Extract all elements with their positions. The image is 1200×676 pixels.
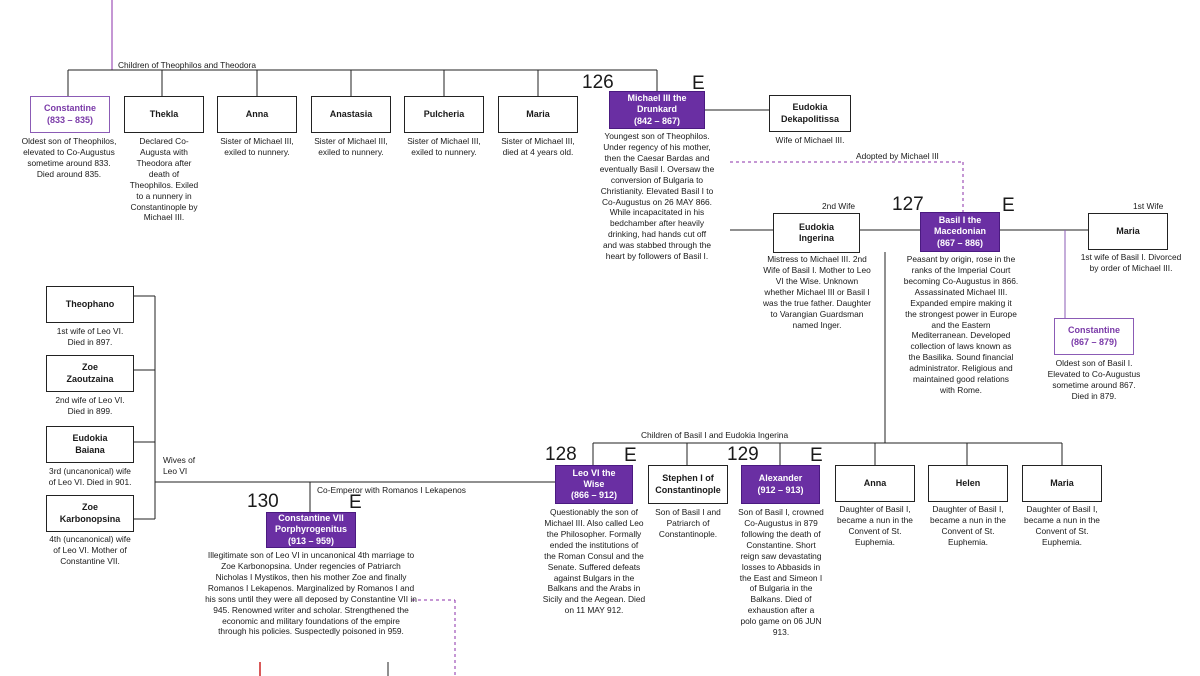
person-description: Sister of Michael III, exiled to nunnery… [407,136,481,157]
person-description: Sister of Michael III, died at 4 years o… [501,136,575,157]
coemperor-label: Co-Emperor with Romanos I Lekapenos [317,485,466,495]
person-description: Sister of Michael III, exiled to nunnery… [220,136,294,157]
person-constantine-867[interactable]: Constantine (867 – 879) [1054,318,1134,355]
person-description: Daughter of Basil I, became a nun in the… [1024,504,1100,547]
person-description: Son of Basil I, crowned Co-Augustus in 8… [738,507,824,638]
emperor-number-130: 130 [247,491,279,512]
person-basil-i[interactable]: Basil I the Macedonian (867 – 886) [920,212,1000,252]
person-description: 1st wife of Basil I. Divorced by order o… [1080,252,1182,273]
second-wife-label: 2nd Wife [822,201,856,211]
person-constantine-833[interactable]: Constantine (833 – 835) [30,96,110,133]
person-description: Oldest son of Basil I. Elevated to Co-Au… [1047,358,1141,401]
person-maria[interactable]: Maria [1022,465,1102,502]
person-maria-first-wife[interactable]: Maria [1088,213,1168,250]
adopted-label: Adopted by Michael III [856,151,939,161]
person-eudokia-ingerina[interactable]: Eudokia Ingerina [773,213,860,253]
person-anastasia[interactable]: Anastasia [311,96,391,133]
first-wife-label: 1st Wife [1133,201,1164,211]
person-eudokia-dekapolitissa[interactable]: Eudokia Dekapolitissa [769,95,851,132]
emperor-mark: E [810,445,823,466]
person-pulcheria[interactable]: Pulcheria [404,96,484,133]
person-helen[interactable]: Helen [928,465,1008,502]
emperor-number-127: 127 [892,194,924,215]
person-description: Daughter of Basil I, became a nun in the… [930,504,1006,547]
person-eudokia-baiana[interactable]: Eudokia Baiana [46,426,134,463]
children-of-basil-label: Children of Basil I and Eudokia Ingerina [641,430,789,440]
person-description: 1st wife of Leo VI. Died in 897. [56,326,124,347]
person-zoe-karbonopsina[interactable]: Zoe Karbonopsina [46,495,134,532]
person-description: Illegitimate son of Leo VI in uncanonica… [205,550,417,637]
person-theophano[interactable]: Theophano [46,286,134,323]
person-description: 4th (uncanonical) wife of Leo VI. Mother… [49,534,131,566]
person-stephen-i[interactable]: Stephen I of Constantinople [648,465,728,504]
person-description: Questionably the son of Michael III. Als… [542,507,646,616]
person-anna[interactable]: Anna [217,96,297,133]
children-of-theophilos-label: Children of Theophilos and Theodora [118,60,256,70]
person-description: 3rd (uncanonical) wife of Leo VI. Died i… [48,466,132,487]
emperor-mark: E [1002,195,1015,216]
person-description: Daughter of Basil I, became a nun in the… [837,504,913,547]
emperor-mark: E [624,445,637,466]
emperor-number-128: 128 [545,444,577,465]
person-description: Wife of Michael III. [775,135,845,145]
person-description: Peasant by origin, rose in the ranks of … [903,254,1019,396]
person-alexander[interactable]: Alexander (912 – 913) [741,465,820,504]
emperor-number-126: 126 [582,72,614,93]
person-anna[interactable]: Anna [835,465,915,502]
person-thekla[interactable]: Thekla [124,96,204,133]
person-description: Son of Basil I and Patriarch of Constant… [655,507,721,539]
emperor-mark: E [692,73,705,94]
person-description: 2nd wife of Leo VI. Died in 899. [55,395,125,416]
person-description: Oldest son of Theophilos, elevated to Co… [21,136,117,179]
person-zoe-zaoutzaina[interactable]: Zoe Zaoutzaina [46,355,134,392]
person-leo-vi[interactable]: Leo VI the Wise (866 – 912) [555,465,633,504]
person-description: Declared Co- Augusta with Theodora after… [129,136,199,223]
person-michael-iii[interactable]: Michael III the Drunkard (842 – 867) [609,91,705,129]
emperor-number-129: 129 [727,444,759,465]
person-description: Mistress to Michael III. 2nd Wife of Bas… [762,254,871,330]
emperor-mark: E [349,492,362,513]
person-maria[interactable]: Maria [498,96,578,133]
person-description: Sister of Michael III, exiled to nunnery… [314,136,388,157]
person-description: Youngest son of Theophilos. Under regenc… [599,131,715,262]
wives-of-leo-label: Wives of Leo VI [163,455,196,476]
person-constantine-vii[interactable]: Constantine VII Porphyrogenitus (913 – 9… [266,512,356,548]
